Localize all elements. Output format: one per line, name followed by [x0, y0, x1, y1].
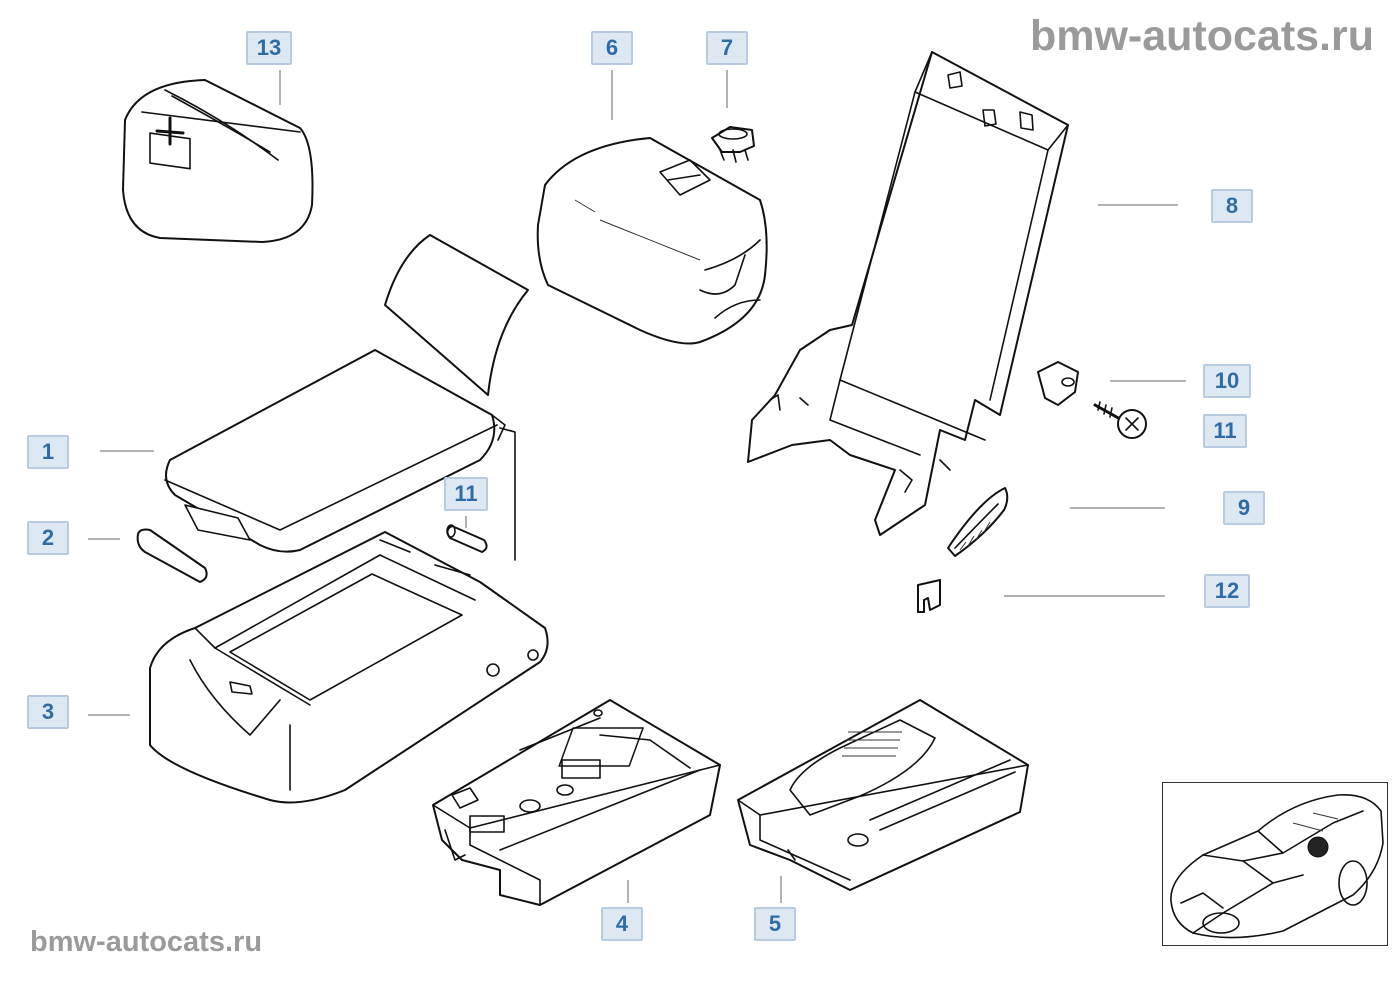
watermark-top: bmw-autocats.ru: [1029, 12, 1374, 60]
callout-4[interactable]: 4: [601, 907, 643, 941]
callout-9[interactable]: 9: [1223, 491, 1265, 525]
car-location-thumbnail-icon: [1170, 794, 1384, 939]
part-11-pin-left[interactable]: [446, 524, 488, 553]
callout-6[interactable]: 6: [591, 31, 633, 65]
part-13-first-aid-kit[interactable]: [122, 79, 314, 243]
part-12-clamp[interactable]: [917, 579, 941, 613]
watermark-bottom: bmw-autocats.ru: [30, 926, 263, 958]
callout-2[interactable]: 2: [27, 521, 69, 555]
callout-10[interactable]: 10: [1203, 364, 1251, 398]
callout-11-left[interactable]: 11: [444, 477, 488, 511]
part-4-tray-with-controls[interactable]: [432, 699, 721, 906]
location-marker-icon: [1307, 836, 1329, 858]
part-9-trim-piece[interactable]: [947, 487, 1009, 557]
phone-keypad-icon: [558, 727, 902, 767]
callout-7[interactable]: 7: [706, 31, 748, 65]
part-8-backrest-frame[interactable]: [747, 51, 1069, 536]
first-aid-kit-icon: [155, 116, 185, 146]
callout-13[interactable]: 13: [246, 31, 292, 65]
car-location-thumbnail: [1162, 782, 1388, 946]
part-11-screw-right[interactable]: [1093, 401, 1147, 439]
part-3-armrest-base[interactable]: [149, 531, 549, 804]
part-5-tray-with-phone[interactable]: [558, 699, 1029, 891]
callout-8[interactable]: 8: [1211, 189, 1253, 223]
part-2-trim-strip[interactable]: [136, 528, 208, 583]
callout-12[interactable]: 12: [1204, 574, 1250, 608]
part-1-armrest-lid[interactable]: [164, 234, 529, 561]
leader-lines: [88, 70, 1186, 903]
callout-1[interactable]: 1: [27, 435, 69, 469]
callout-11-right[interactable]: 11: [1203, 414, 1247, 448]
part-10-clip-nut[interactable]: [1037, 361, 1079, 406]
part-6-armrest-cover[interactable]: [536, 137, 768, 345]
part-7-clip[interactable]: [711, 126, 755, 163]
callout-3[interactable]: 3: [27, 695, 69, 729]
callout-5[interactable]: 5: [754, 907, 796, 941]
